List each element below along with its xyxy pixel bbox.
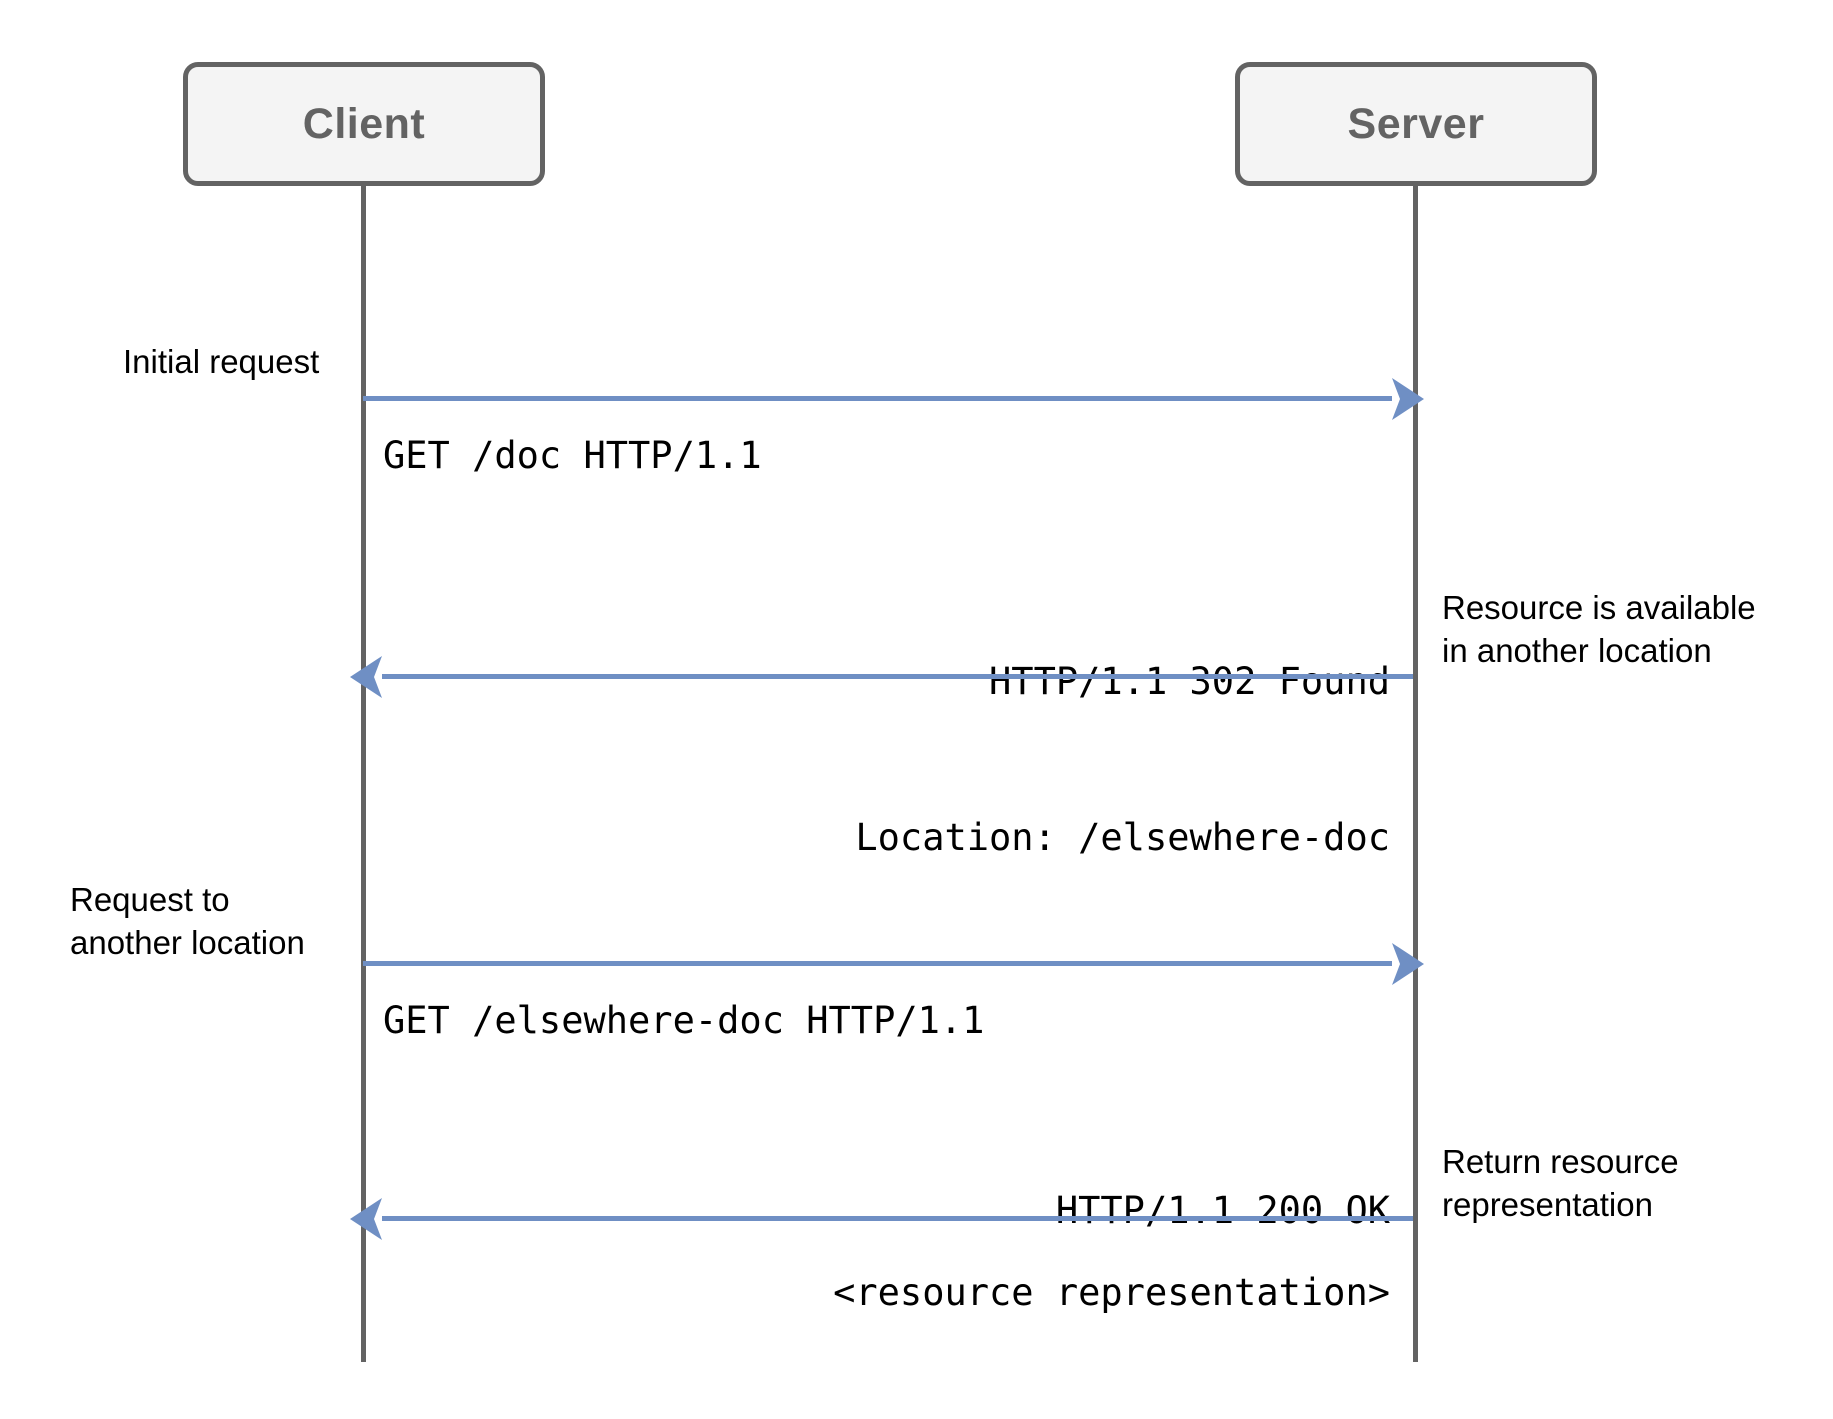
- message-line-4: [382, 1216, 1413, 1221]
- participant-label-client: Client: [302, 99, 426, 148]
- message-text-3: GET /elsewhere-doc HTTP/1.1: [383, 891, 1383, 1151]
- message-text-2: HTTP/1.1 302 Found Location: /elsewhere-…: [400, 552, 1390, 968]
- message-line-3: [363, 961, 1392, 966]
- participant-box-server[interactable]: Server: [1235, 62, 1597, 186]
- participant-label-server: Server: [1347, 99, 1485, 148]
- lifeline-server: [1413, 186, 1418, 1362]
- message-text-1-line-1: GET /doc HTTP/1.1: [383, 434, 762, 477]
- note-return-resource-line-1: Return resource: [1442, 1143, 1679, 1180]
- message-text-4-line-2-wrap: <resource representation>: [400, 1163, 1390, 1419]
- note-request-another-location: Request to another location: [70, 878, 360, 964]
- lifeline-client: [361, 186, 366, 1362]
- message-text-4-line-2: <resource representation>: [833, 1271, 1390, 1314]
- message-text-3-line-1: GET /elsewhere-doc HTTP/1.1: [383, 999, 985, 1042]
- message-text-4-line-1-wrap: HTTP/1.1 200 OK: [400, 1081, 1390, 1341]
- message-text-2-line-2: Location: /elsewhere-doc: [855, 816, 1390, 859]
- note-request-another-location-line-1: Request to: [70, 881, 230, 918]
- note-resource-available-line-2: in another location: [1442, 632, 1712, 669]
- note-resource-available-line-1: Resource is available: [1442, 589, 1756, 626]
- message-text-4-line-1: HTTP/1.1 200 OK: [1055, 1189, 1390, 1232]
- note-return-resource: Return resource representation: [1442, 1140, 1802, 1226]
- message-text-1: GET /doc HTTP/1.1: [383, 326, 1383, 586]
- participant-box-client[interactable]: Client: [183, 62, 545, 186]
- message-line-1: [363, 396, 1392, 401]
- note-return-resource-line-2: representation: [1442, 1186, 1653, 1223]
- message-line-2: [382, 674, 1413, 679]
- note-resource-available: Resource is available in another location: [1442, 586, 1802, 672]
- note-initial-request: Initial request: [123, 343, 320, 380]
- note-request-another-location-line-2: another location: [70, 924, 305, 961]
- message-text-2-line-1: HTTP/1.1 302 Found: [989, 660, 1390, 703]
